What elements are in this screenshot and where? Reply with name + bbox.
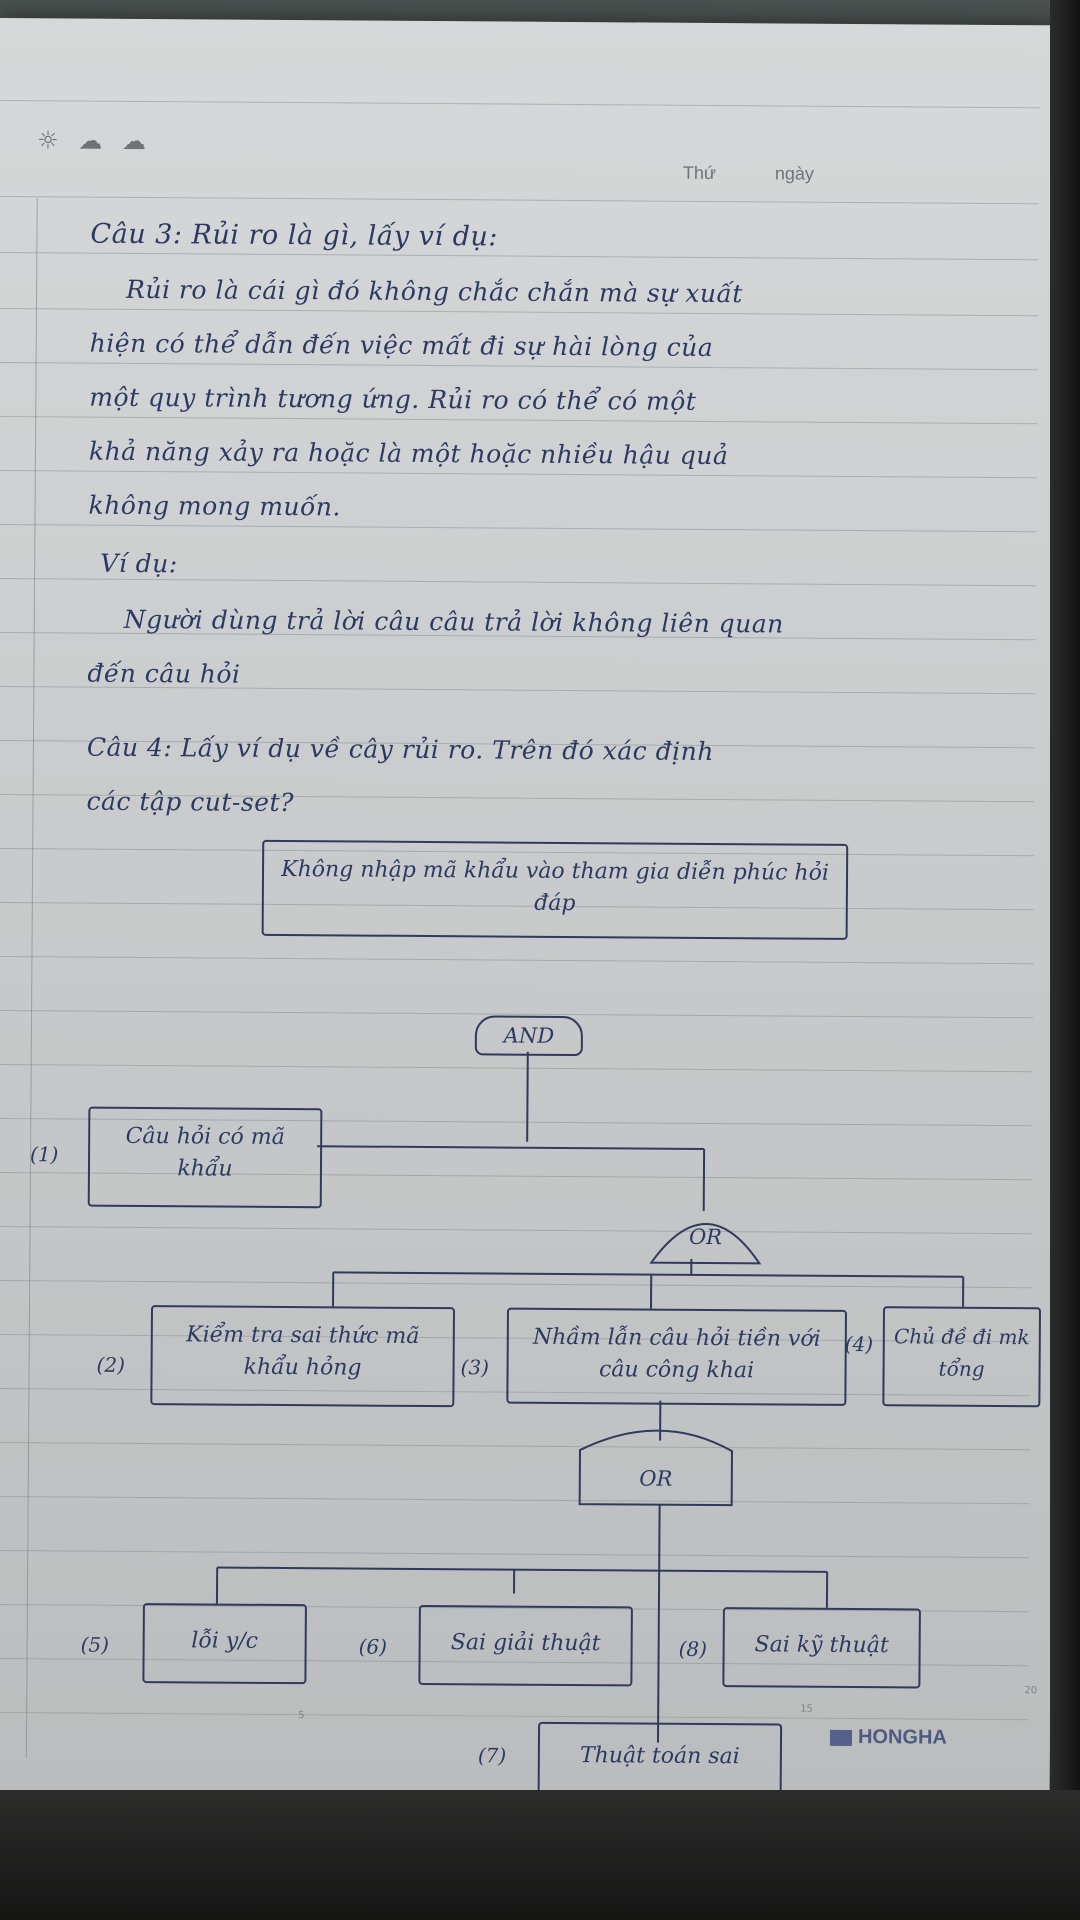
brand-logo-icon [829,1729,853,1746]
node-1: Câu hỏi có mã khẩu [87,1106,323,1209]
notebook-binding-edge [1050,0,1080,1920]
node-8-number: (8) [678,1636,708,1661]
node-7: Thuật toán sai [537,1721,783,1796]
node-8-label: Sai kỹ thuật [754,1632,889,1659]
bottom-shadow [0,1790,1080,1920]
ruler-mark: 15 [800,1703,813,1715]
node-6: Sai giải thuật [418,1604,633,1687]
notebook-page: ☼ ☁ ☁ Thứ ngày Câu 3: Rủi ro là gì, lấy … [0,18,1062,1816]
node-4-label: Chủ đề đi mk tổng [893,1324,1030,1381]
brand-name: HONGHA [857,1726,947,1749]
node-4: Chủ đề đi mk tổng [882,1306,1042,1408]
node-2-label: Kiểm tra sai thức mã khẩu hỏng [186,1322,420,1381]
node-3-number: (3) [460,1355,490,1380]
node-6-label: Sai giải thuật [450,1630,601,1657]
or-gate-2-label: OR [639,1466,673,1491]
root-node: Không nhập mã khẩu vào tham gia diễn phú… [261,839,849,940]
node-3-label: Nhầm lẫn câu hỏi tiền với câu công khai [532,1324,821,1384]
node-1-label: Câu hỏi có mã khẩu [125,1123,285,1182]
node-7-number: (7) [477,1743,507,1768]
node-1-number: (1) [29,1142,59,1167]
ruler-mark: 5 [298,1710,305,1722]
node-4-number: (4) [844,1331,874,1357]
or-gate-1-label: OR [688,1224,723,1250]
ruler-mark: 20 [1024,1685,1038,1697]
node-8: Sai kỹ thuật [722,1607,921,1689]
node-2-number: (2) [96,1352,126,1377]
node-5: lỗi y/c [142,1603,307,1685]
node-5-number: (5) [80,1632,110,1657]
root-node-label: Không nhập mã khẩu vào tham gia diễn phú… [281,856,829,917]
node-3: Nhầm lẫn câu hỏi tiền với câu công khai [506,1307,848,1406]
and-gate: AND [474,1015,584,1057]
fault-tree-connectors [215,1051,965,1743]
node-6-number: (6) [358,1634,388,1659]
node-7-label: Thuật toán sai [579,1743,740,1770]
and-gate-label: AND [503,1023,555,1048]
node-5-label: lỗi y/c [191,1628,259,1654]
node-2: Kiểm tra sai thức mã khẩu hỏng [150,1305,456,1408]
